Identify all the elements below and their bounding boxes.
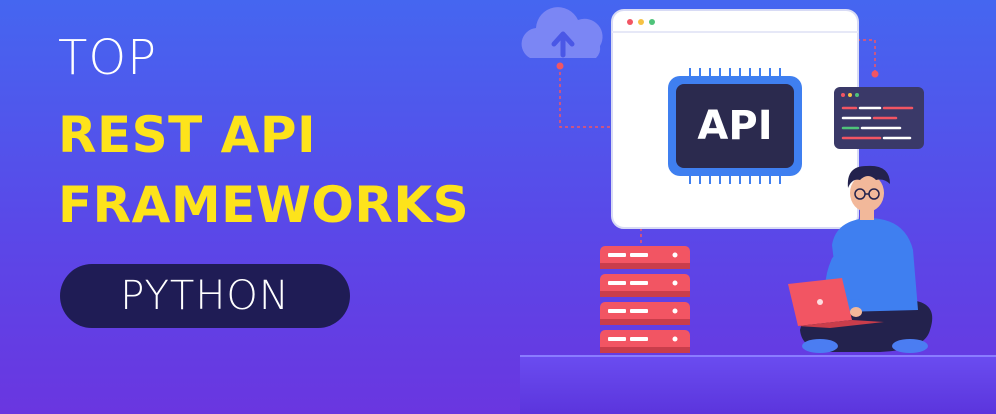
server-rack-icon <box>600 246 690 353</box>
heading-line-2: FRAMEWORKS <box>58 176 470 234</box>
heading-line-1: REST API <box>58 106 317 164</box>
api-chip-label: API <box>697 103 772 149</box>
developer-with-laptop-illustration <box>788 165 933 353</box>
api-chip-icon: API <box>668 68 802 184</box>
heading-top: TOP <box>58 30 158 86</box>
cloud-upload-icon <box>521 7 603 59</box>
code-window-icon <box>834 87 924 149</box>
python-pill: PYTHON <box>60 264 350 328</box>
floor-platform <box>520 355 996 414</box>
pill-label: PYTHON <box>120 273 290 319</box>
